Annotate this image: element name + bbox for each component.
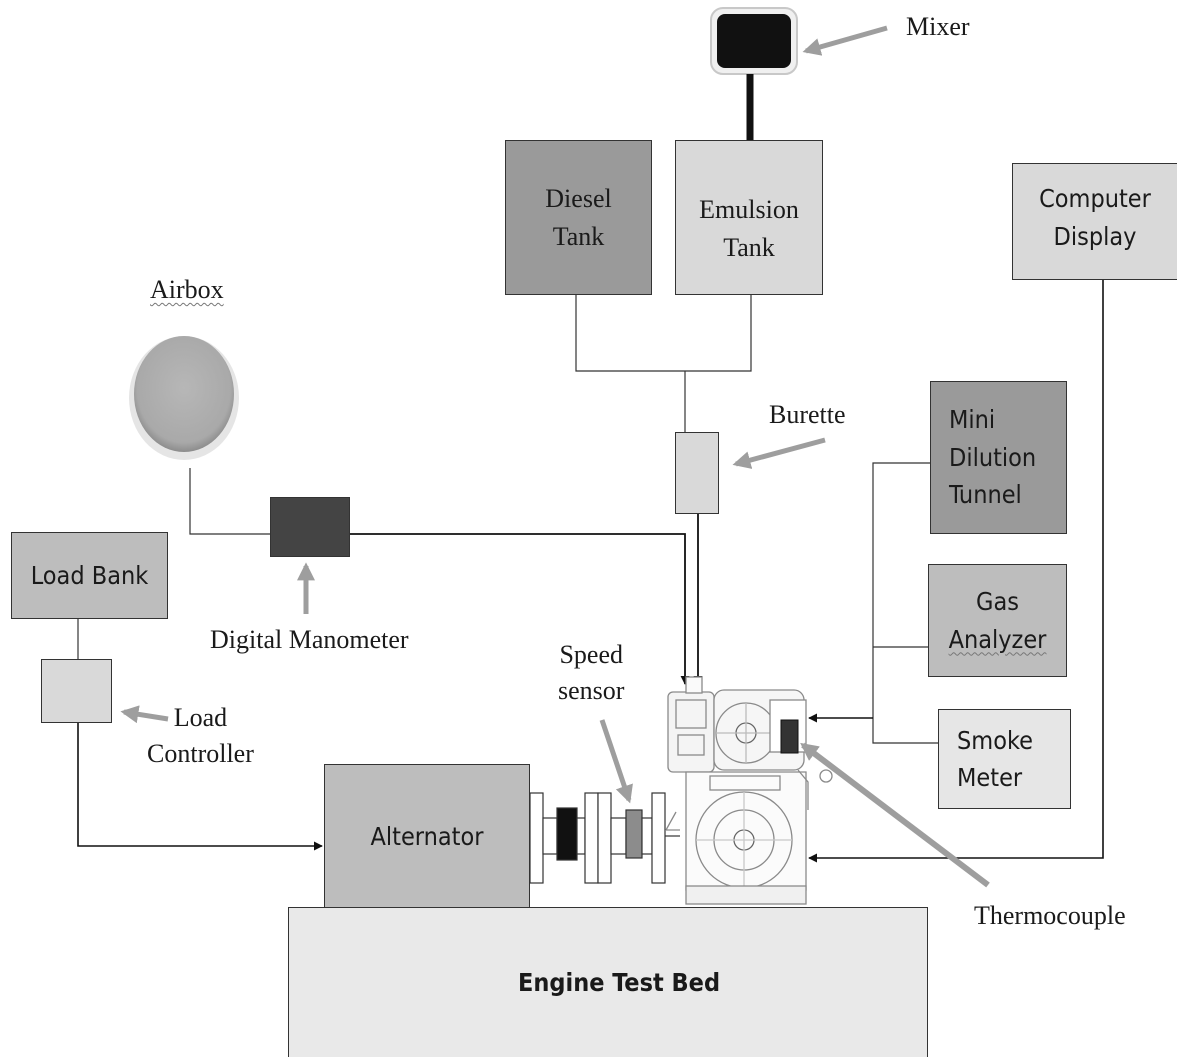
mini-dilution-tunnel: Mini Dilution Tunnel [930,381,1067,534]
thermocouple-sensor [780,719,799,754]
load-controller [41,659,112,723]
digital-manometer [270,497,350,557]
thermocouple-label: Thermocouple [974,901,1126,930]
alternator-label: Alternator [370,821,484,851]
emulsion-tank: Emulsion Tank [675,140,823,295]
airbox-label: Airbox [150,275,224,304]
shaft-coupling [529,792,680,884]
alternator: Alternator [324,764,530,909]
diesel-tank: Diesel Tank [505,140,652,295]
diesel-engine-illustration [664,676,833,905]
burette [675,432,719,514]
burette-pointer-arrow [732,437,826,469]
gas-analyzer-label-line2: Analyzer [948,624,1047,654]
load-controller-label: Load Controller [147,703,254,769]
load-bank-label: Load Bank [30,560,149,590]
mixer-label: Mixer [906,12,970,41]
engine-test-bed [288,907,928,1057]
airbox-icon [134,336,234,452]
smoke-meter-label: Smoke Meter [957,725,1033,793]
digital-manometer-label: Digital Manometer [210,625,409,654]
gas-analyzer-label-line1: Gas [976,587,1019,616]
computer-display: Computer Display [1012,163,1177,280]
gas-analyzer: Gas Analyzer [928,564,1067,677]
load-bank: Load Bank [11,532,168,619]
mixer-icon [717,14,791,68]
load-controller-pointer-arrow [120,705,169,724]
diesel-tank-label: Diesel Tank [545,183,612,251]
thermocouple-pointer-arrow [800,742,990,888]
speed-sensor-pointer-arrow [599,719,633,804]
emulsion-tank-label: Emulsion Tank [699,194,799,262]
mini-dilution-tunnel-label: Mini Dilution Tunnel [949,405,1037,510]
computer-display-label: Computer Display [1039,184,1151,251]
speed-sensor-label: Speed sensor [558,640,625,706]
mixer-pointer-arrow [802,25,888,56]
engine-test-bed-label: Engine Test Bed [518,968,721,997]
smoke-meter: Smoke Meter [938,709,1071,809]
burette-label: Burette [769,400,846,429]
